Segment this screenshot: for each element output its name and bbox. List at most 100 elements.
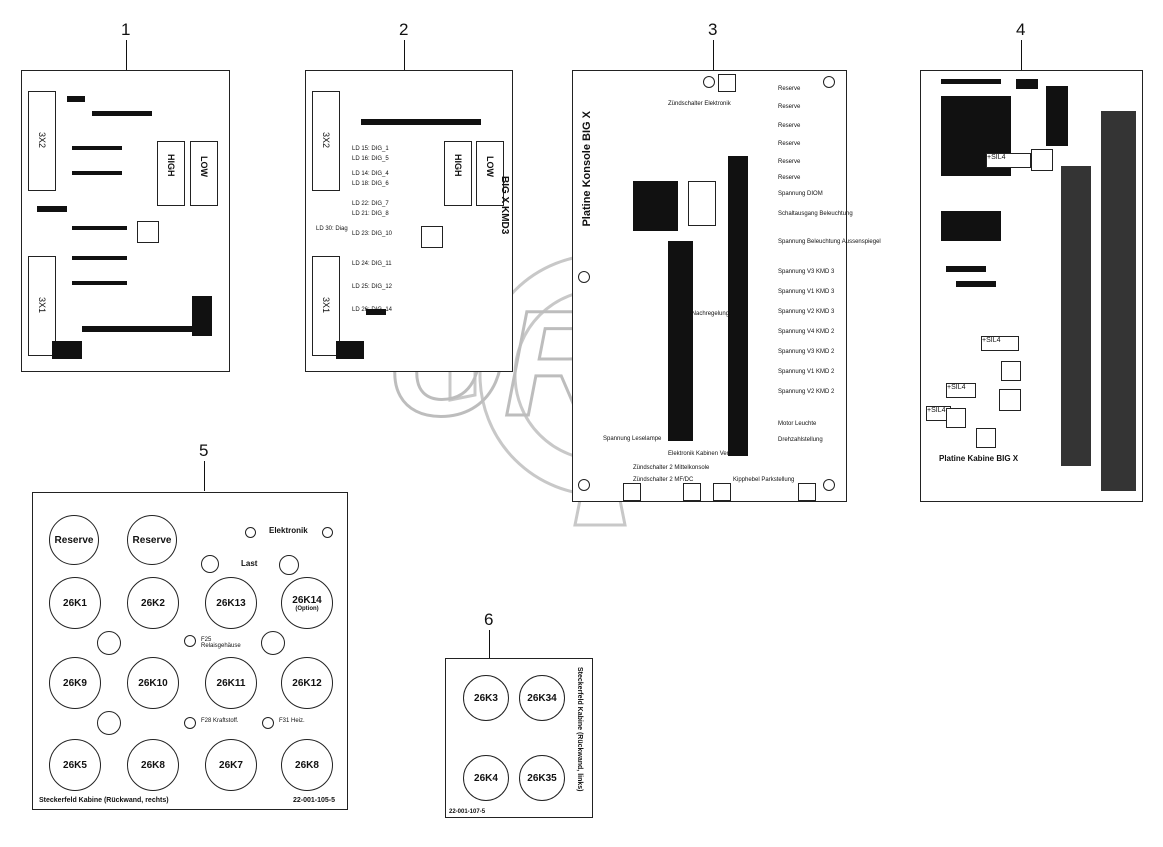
left-row-label: Eingang Nachregelung xyxy=(668,311,730,317)
jumper-block xyxy=(137,221,159,243)
relay-socket: 26K1 xyxy=(49,577,101,629)
relay-sil4-4: +SIL4 xyxy=(926,406,951,421)
relay-label: +SIL4 xyxy=(982,337,1001,344)
relay-label: +SIL4 xyxy=(947,384,966,391)
switch-high: HIGH xyxy=(157,141,185,206)
led-block xyxy=(37,206,67,212)
led-block xyxy=(72,281,127,285)
relay-socket: 26K2 xyxy=(127,577,179,629)
led-label: LD 25: DIG_12 xyxy=(352,284,393,290)
relay-socket xyxy=(999,389,1021,411)
row-label: Spannung V2 KMD 3 xyxy=(778,309,835,315)
row-label: Reserve xyxy=(778,104,801,110)
label-column xyxy=(1101,111,1136,491)
connector-label: 3X2 xyxy=(37,132,47,149)
leader-2 xyxy=(404,40,405,70)
top-connector xyxy=(718,74,736,92)
relay-label: +SIL4 xyxy=(987,154,1006,161)
led-block xyxy=(72,171,122,175)
switch-label: LOW xyxy=(199,156,209,177)
fuse-column xyxy=(728,156,748,456)
row-label: Spannung DIOM xyxy=(778,191,823,197)
connector-3x2: 3X2 xyxy=(28,91,56,191)
row-label: Spannung V2 KMD 2 xyxy=(778,389,835,395)
relay-socket xyxy=(976,428,996,448)
minus-icon xyxy=(245,527,256,538)
bottom-connector xyxy=(713,483,731,501)
row-label: Reserve xyxy=(778,159,801,165)
relay-sil4-2: +SIL4 xyxy=(981,336,1019,351)
callout-4: 4 xyxy=(1016,20,1026,39)
callout-5: 5 xyxy=(199,441,209,460)
reserve-socket: Reserve xyxy=(49,515,99,565)
panel-6: 26K3 26K34 26K4 26K35 Steckerfeld Kabine… xyxy=(445,658,593,818)
callout-1: 1 xyxy=(121,20,131,39)
left-row-label: Zündschalter 2 MF/DC xyxy=(633,477,694,483)
panel-caption: Steckerfeld Kabine (Rückwand, rechts) xyxy=(39,797,169,804)
switch-low: LOW xyxy=(190,141,218,206)
row-label: Drehzahlstellung xyxy=(778,437,823,443)
relay-socket xyxy=(946,408,966,428)
mount-hole xyxy=(823,479,835,491)
part-number: 22-001-105-5 xyxy=(293,797,336,804)
relay-socket xyxy=(1001,361,1021,381)
row-label: Spannung V1 KMD 2 xyxy=(778,369,835,375)
last-label: Last xyxy=(241,559,258,568)
switch-high: HIGH xyxy=(444,141,472,206)
mount-hole xyxy=(823,76,835,88)
led-label: LD 23: DIG_10 xyxy=(352,231,393,237)
fuse-label: F31 Heiz. xyxy=(279,718,305,724)
relay-sil4-3: +SIL4 xyxy=(946,383,976,398)
relay-label: +SIL4 xyxy=(927,407,946,414)
relay-socket: 26K8 xyxy=(127,739,179,791)
elektronik-label: Elektronik xyxy=(269,526,308,535)
led-block xyxy=(72,226,127,230)
leader-5 xyxy=(204,461,205,491)
relay-socket: 26K3 xyxy=(463,675,509,721)
led-block xyxy=(67,96,85,102)
relay-socket: 26K35 xyxy=(519,755,565,801)
panel-5: Reserve Reserve Elektronik Last 26K1 26K… xyxy=(32,492,348,810)
relay-socket: 26K7 xyxy=(205,739,257,791)
relay-socket: 26K12 xyxy=(281,657,333,709)
left-row-label: Zündschalter Elektronik xyxy=(668,101,731,107)
relay-label: 26K14 xyxy=(292,594,322,606)
led-block xyxy=(72,146,122,150)
led-block xyxy=(336,341,364,359)
reserve-socket: Reserve xyxy=(127,515,177,565)
row-label: Motor Leuchte xyxy=(778,421,817,427)
relay-socket: 26K8 xyxy=(281,739,333,791)
minus-icon xyxy=(201,555,219,573)
relay-socket: 26K10 xyxy=(127,657,179,709)
relay-socket-option: 26K14 (Option) xyxy=(281,577,333,629)
plus-icon xyxy=(279,555,299,575)
connector-label: 3X1 xyxy=(321,297,331,314)
fuse-column xyxy=(668,241,693,441)
led-block xyxy=(1016,79,1038,89)
left-row-label: Zündschalter 2 Mittelkonsole xyxy=(633,465,710,471)
callout-2: 2 xyxy=(399,20,409,39)
leader-6 xyxy=(489,630,490,658)
row-label: Reserve xyxy=(778,123,801,129)
relay-sil4-1: +SIL4 xyxy=(986,153,1031,168)
option-label: (Option) xyxy=(295,605,319,612)
mount-hole xyxy=(578,271,590,283)
plus-icon xyxy=(322,527,333,538)
led-array xyxy=(633,181,678,231)
leader-1 xyxy=(126,40,127,70)
relay-socket: 26K5 xyxy=(49,739,101,791)
fuse-holder xyxy=(184,635,196,647)
connector-3x1: 3X1 xyxy=(28,256,56,356)
fuse-holder xyxy=(184,717,196,729)
relay-socket: 26K11 xyxy=(205,657,257,709)
bottom-connector xyxy=(798,483,816,501)
jumper-block xyxy=(421,226,443,248)
relay-socket: 26K4 xyxy=(463,755,509,801)
led-block xyxy=(52,341,82,359)
row-label: Spannung V3 KMD 2 xyxy=(778,349,835,355)
callout-3: 3 xyxy=(708,20,718,39)
callout-6: 6 xyxy=(484,610,494,629)
led-block xyxy=(366,309,386,315)
fuse-holder xyxy=(97,631,121,655)
panel-caption: Steckerfeld Kabine (Rückwand, links) xyxy=(576,667,583,792)
